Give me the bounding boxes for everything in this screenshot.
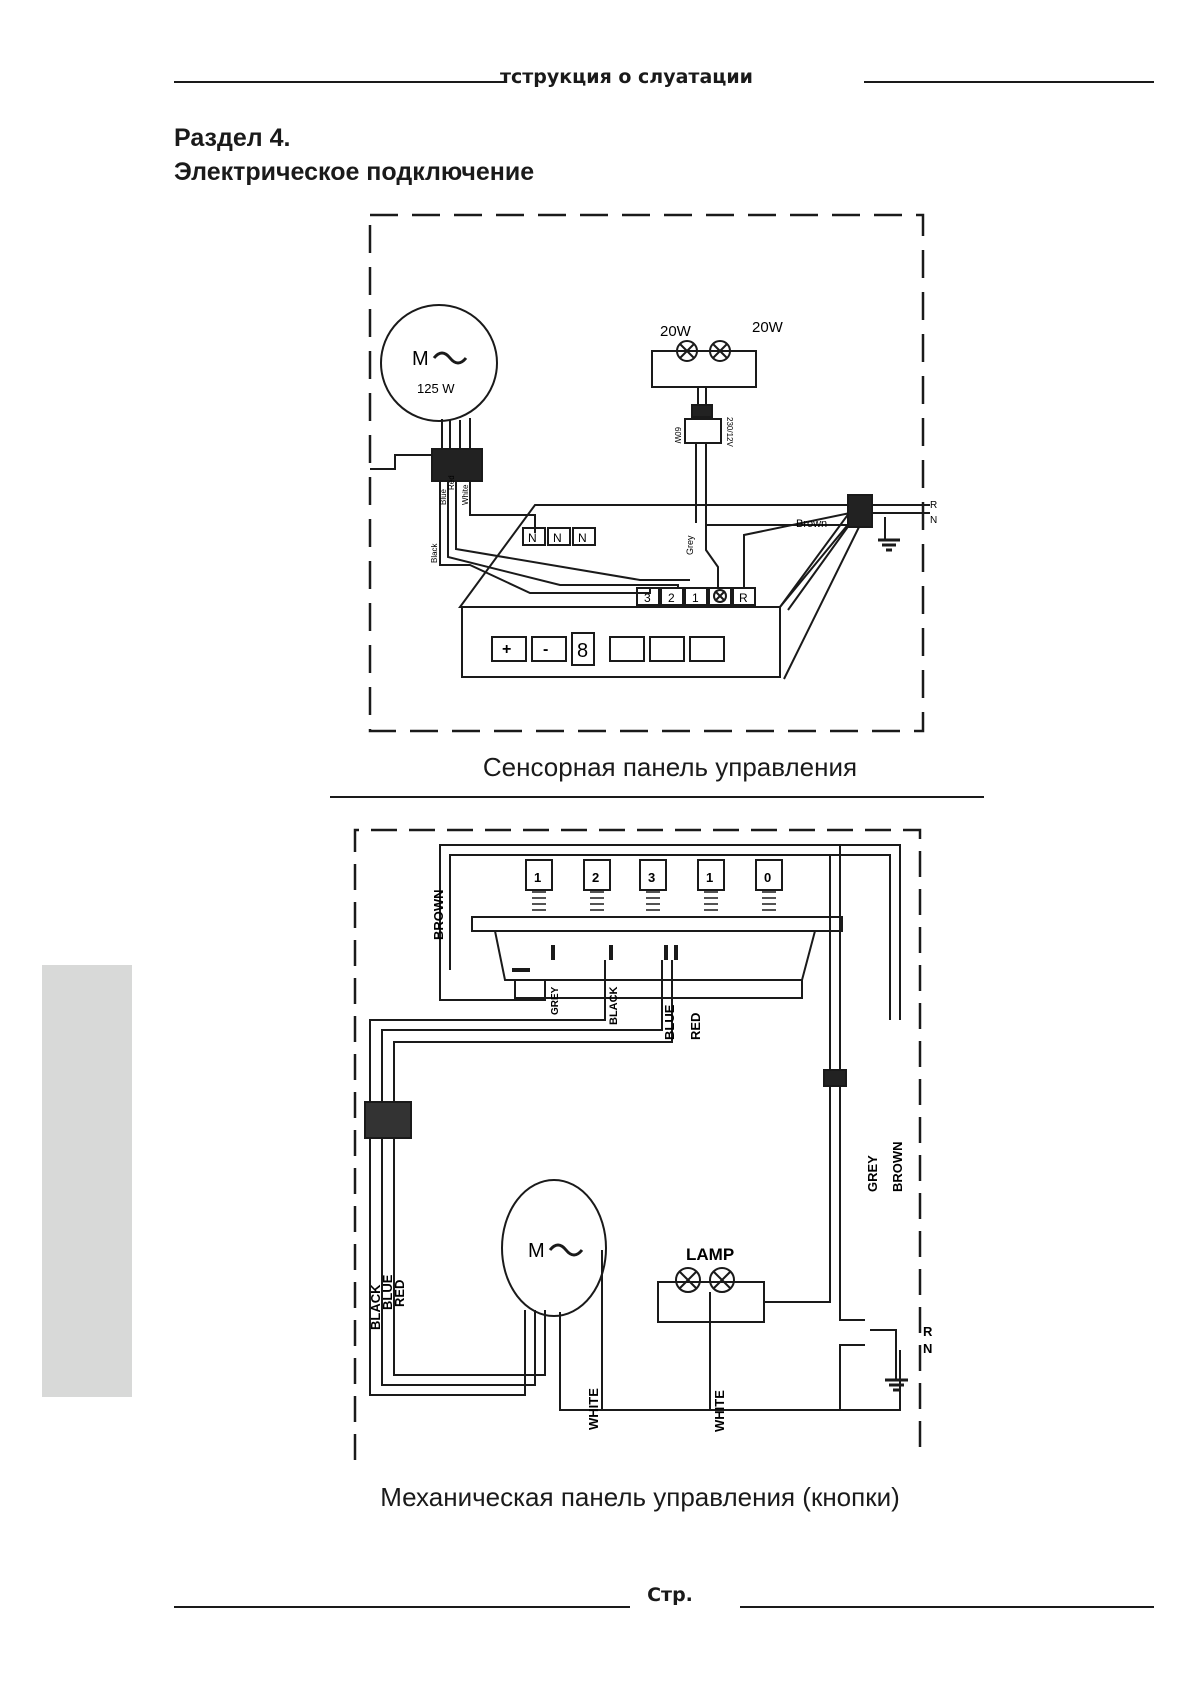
wire-label-blue: Blue [439,488,448,505]
transformer-left-label: 60W [673,427,682,444]
terminal-n-2: N [553,531,562,545]
touch-diagram-frame [368,213,925,733]
section-divider [330,796,984,798]
mech-motor-symbol: M [528,1240,545,1262]
wire-label-red: Red [447,475,456,490]
button-label-1: 1 [534,870,541,885]
button-label-2: 2 [592,870,599,885]
motor-circle [380,304,498,422]
wire-label-grey-top: GREY [550,986,561,1015]
header-rule-right [864,81,1154,83]
mechanical-panel-diagram: 1 2 3 1 0 BROWN GREY BLACK BLUE RED BLAC… [353,828,933,1460]
mechanical-panel-caption: Механическая панель управления (кнопки) [380,1482,900,1512]
wire-label-white-motor: WHITE [586,1388,601,1430]
footer-rule-left [174,1606,630,1608]
lamp-label: LAMP [686,1245,734,1264]
transformer [684,418,722,444]
terminal-3: 3 [644,591,651,605]
plus-icon: + [502,641,511,658]
digit-display [571,632,595,666]
wire-label-grey: Grey [685,535,695,555]
wire-label-red-top: RED [688,1013,703,1040]
display-digit: 8 [577,640,588,662]
side-tab [42,965,132,1397]
mains-r-label-mech: R [923,1324,933,1339]
mains-connector [847,494,873,528]
motor-symbol: M [412,348,429,370]
mech-lamp-left-icon [675,1267,701,1293]
tilde-icon-2 [548,1243,584,1257]
section-number: Раздел 4. [174,124,291,152]
control-panel-front [461,606,781,678]
motor-power: 125 W [417,381,455,396]
minus-button [531,636,567,662]
terminal-n-1: N [528,531,537,545]
terminal-r: R [739,591,748,605]
wire-label-brown-right: BROWN [890,1141,905,1192]
wire-label-white-lamp: WHITE [712,1390,727,1432]
wire-label-grey-right: GREY [865,1155,880,1192]
mech-motor [501,1179,607,1317]
mains-r-label: R [930,500,937,511]
transformer-right-label: 230/12V [725,417,734,447]
wire-label-black-left: BLACK [368,1284,383,1330]
plus-button [491,636,527,662]
fan-button [649,636,685,662]
button-label-5: 0 [764,870,771,885]
minus-icon: - [543,641,548,658]
touch-panel-caption: Сенсорная панель управления [482,752,858,782]
motor-connector [431,448,483,482]
lamp-right-rating: 20W [752,319,784,336]
terminal-2: 2 [668,591,675,605]
wire-label-brown-left: BROWN [431,889,446,940]
light-button [689,636,725,662]
lamp-left-rating: 20W [660,323,692,340]
touch-panel-diagram: M 125 W 20W 20W 60W 230/12V Black Blue R… [368,213,937,733]
mech-frame [353,828,922,1460]
buttons [525,859,783,891]
page-label: Стр. [647,1584,693,1606]
lamp-right-icon [709,340,731,362]
wire-label-blue-left: BLUE [380,1274,395,1310]
lamp-left-icon [676,340,698,362]
button-label-4: 1 [706,870,713,885]
terminal-1: 1 [692,591,699,605]
wire-label-black-top: BLACK [608,986,620,1025]
button-label-3: 3 [648,870,655,885]
footer-rule-right [740,1606,1154,1608]
running-header: тструкция о слуатации [500,66,753,88]
section-title: Электрическое подключение [174,158,535,186]
lamp-housing [651,350,757,388]
mech-lamp-right-icon [709,1267,735,1293]
mains-n-label: N [930,515,937,526]
mains-n-label-mech: N [923,1341,932,1356]
header-rule-left [174,81,507,83]
terminal-n-3: N [578,531,587,545]
wire-label-red-left: RED [392,1280,407,1307]
wire-label-black: Black [430,542,439,563]
wire-label-white: White [461,484,470,505]
switch-bar [471,916,843,932]
wire-label-blue-top: BLUE [662,1004,677,1040]
fan-up-button [609,636,645,662]
tilde-icon [432,351,468,365]
mech-connector [364,1101,412,1139]
wire-label-brown: Brown [796,518,827,530]
